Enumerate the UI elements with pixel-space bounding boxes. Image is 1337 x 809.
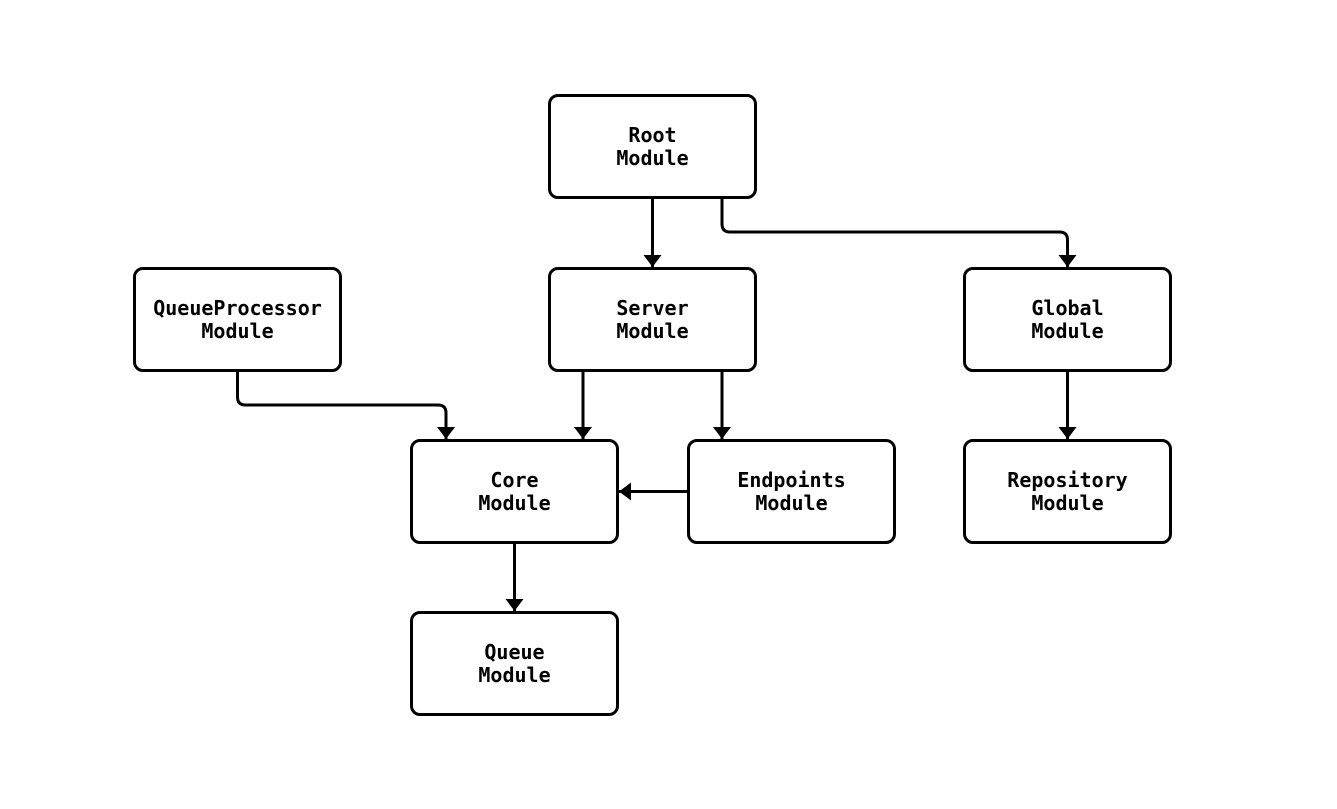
node-core-module: Core Module: [410, 439, 619, 544]
edge-queueprocessor-core: [236, 372, 455, 439]
node-queueprocessor-module: QueueProcessor Module: [133, 267, 342, 372]
node-server-module: Server Module: [548, 267, 757, 372]
node-queue-module: Queue Module: [410, 611, 619, 716]
node-root-module: Root Module: [548, 94, 757, 199]
edge-root-global: [720, 199, 1077, 267]
node-global-module: Global Module: [963, 267, 1172, 372]
node-endpoints-module: Endpoints Module: [687, 439, 896, 544]
node-repository-module: Repository Module: [963, 439, 1172, 544]
